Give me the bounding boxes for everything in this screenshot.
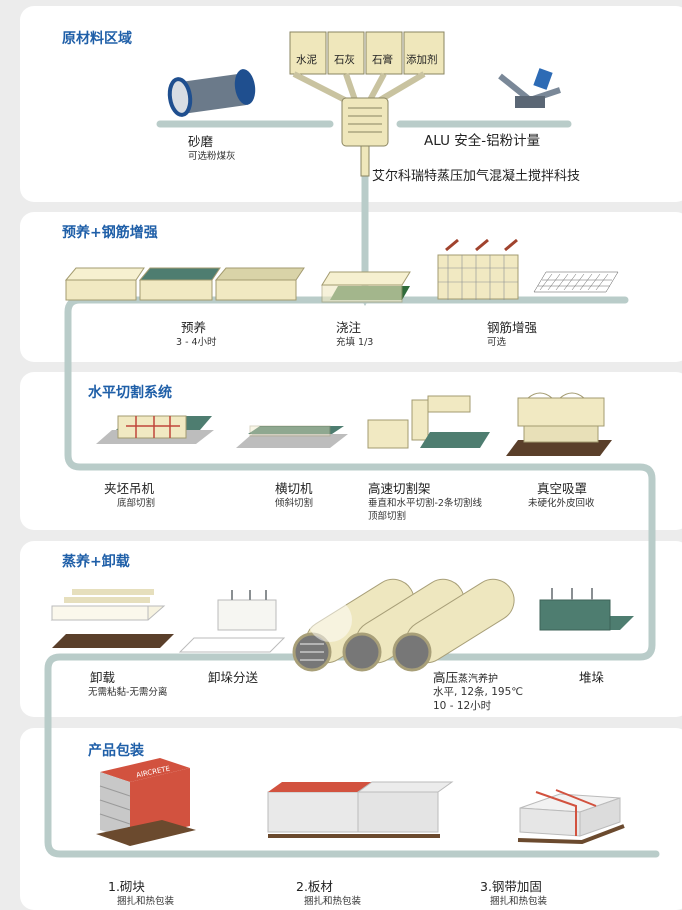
section-title-packaging: 产品包装 xyxy=(88,743,144,759)
rebar-mould-icon xyxy=(437,238,619,300)
stack-label: 堆垛 xyxy=(579,670,605,685)
vacuum-hood-icon xyxy=(506,392,612,456)
unload-label: 卸载 xyxy=(90,670,116,685)
alu-dosing-icon xyxy=(498,68,561,108)
cross-cutter-sub: 倾斜切割 xyxy=(275,498,314,509)
silo-label-lime: 石灰 xyxy=(334,54,355,66)
section-title-autoclave: 蒸养+卸载 xyxy=(62,554,130,570)
vacuum-hood-label: 真空吸罩 xyxy=(537,481,588,496)
hp-sub2: 10 - 12小时 xyxy=(433,700,492,712)
hp-label: 高压蒸汽养护 xyxy=(433,670,499,685)
steel-strap-pallet-icon xyxy=(517,789,625,845)
unloading-icon xyxy=(50,589,174,648)
cross-cutter-icon xyxy=(236,425,348,448)
block-pallet-icon xyxy=(96,758,196,846)
tilting-crane-sub: 底部切割 xyxy=(117,498,156,509)
unload-sub: 无需粘黏-无需分离 xyxy=(88,687,168,698)
silo-label-cement: 水泥 xyxy=(296,54,317,66)
cutting-frame-icon xyxy=(367,395,490,449)
mill-sub: 可选粉煤灰 xyxy=(188,151,236,162)
sand-mill-icon xyxy=(167,69,256,117)
stacking-icon xyxy=(539,588,634,631)
casting-mould-icon xyxy=(321,271,411,303)
hp-label-small: 蒸汽养护 xyxy=(458,674,499,685)
section-title-precure: 预养+钢筋增强 xyxy=(62,225,158,241)
tilting-crane-label: 夹坯吊机 xyxy=(104,481,155,496)
pack-item-1-label: 1.砌块 xyxy=(108,879,145,894)
cutting-frame-sub2: 顶部切割 xyxy=(368,511,407,522)
cutting-frame-sub: 垂直和水平切割-2条切割线 xyxy=(368,498,482,509)
cross-cutter-label: 横切机 xyxy=(275,481,313,496)
mixer-label: 艾尔科瑞特蒸压加气混凝土搅拌科技 xyxy=(372,169,581,184)
pack-item-1-sub: 捆扎和热包装 xyxy=(117,896,175,907)
rebar-step-sub: 可选 xyxy=(487,337,507,348)
pack-item-2-sub: 捆扎和热包装 xyxy=(304,896,362,907)
silo-group-icon xyxy=(289,31,445,177)
splitting-icon xyxy=(178,590,286,653)
pack-item-3-label: 3.钢带加固 xyxy=(480,879,542,894)
precure-mould-icon xyxy=(64,267,305,301)
casting-step-label: 浇注 xyxy=(336,320,362,335)
silo-label-gypsum: 石膏 xyxy=(372,54,393,66)
silo-label-additive: 添加剂 xyxy=(406,54,438,66)
panel-pallet-icon xyxy=(267,781,454,838)
precure-step-label: 预养 xyxy=(181,320,207,335)
section-title-raw: 原材料区域 xyxy=(62,31,132,47)
cutting-frame-label: 高速切割架 xyxy=(368,481,431,496)
alu-label: ALU 安全-铝粉计量 xyxy=(424,133,541,149)
section-title-cutting: 水平切割系统 xyxy=(88,385,172,401)
hp-sub: 水平, 12条, 195℃ xyxy=(433,686,524,698)
split-label: 卸垛分送 xyxy=(208,670,259,685)
precure-step-sub: 3 - 4小时 xyxy=(176,337,217,348)
tilting-crane-icon xyxy=(96,415,214,444)
pack-item-3-sub: 捆扎和热包装 xyxy=(490,896,548,907)
rebar-step-label: 钢筋增强 xyxy=(487,320,538,335)
casting-step-sub: 充填 1/3 xyxy=(336,337,374,348)
pack-item-2-label: 2.板材 xyxy=(296,879,333,894)
vacuum-hood-sub: 未硬化外皮回收 xyxy=(528,498,595,509)
autoclave-vessel-icon xyxy=(292,578,515,672)
mill-label: 砂磨 xyxy=(188,134,214,149)
